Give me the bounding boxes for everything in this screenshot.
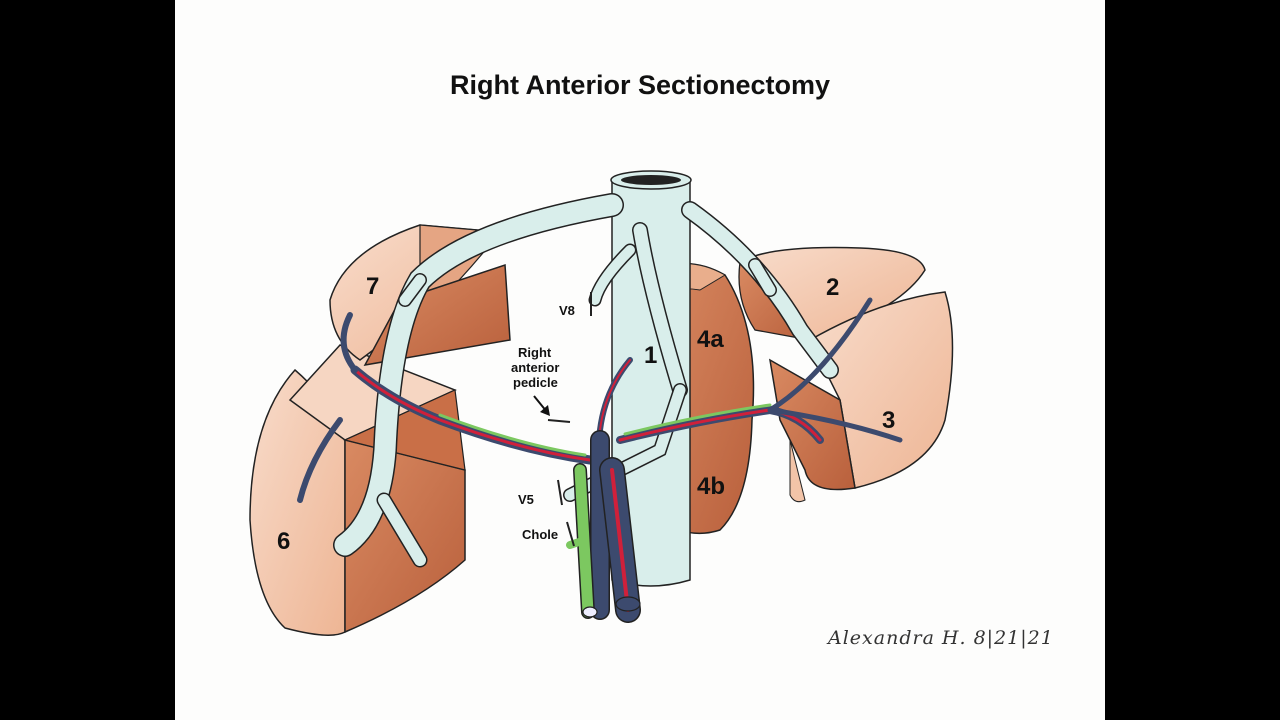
segment-4a-label: 4a bbox=[697, 326, 724, 353]
v5-label: V5 bbox=[518, 492, 534, 507]
segment-6 bbox=[249, 344, 466, 636]
ligation-marks bbox=[547, 292, 592, 547]
diagram-title: Right Anterior Sectionectomy bbox=[449, 70, 831, 100]
segment-7-label: 7 bbox=[366, 273, 379, 300]
pedicle-label-line1: Right bbox=[518, 345, 552, 360]
segment-3-label: 3 bbox=[882, 407, 895, 434]
portal-vein-stump bbox=[615, 596, 641, 612]
hepatic-veins bbox=[333, 193, 839, 568]
pedicle-label-line3: pedicle bbox=[513, 375, 558, 390]
pedicle-arrow bbox=[533, 395, 550, 416]
segment-6-label: 6 bbox=[277, 528, 290, 555]
bile-duct-stump bbox=[582, 606, 598, 618]
segment-4b-label: 4b bbox=[697, 473, 725, 500]
chole-label: Chole bbox=[522, 527, 558, 542]
v8-label: V8 bbox=[559, 303, 575, 318]
portal-triad bbox=[297, 297, 903, 623]
artist-signature: Alexandra H. 8|21|21 bbox=[826, 627, 1054, 649]
segment-1-label: 1 bbox=[644, 342, 657, 369]
pedicle-label-line2: anterior bbox=[511, 360, 559, 375]
segment-2-label: 2 bbox=[826, 274, 839, 301]
